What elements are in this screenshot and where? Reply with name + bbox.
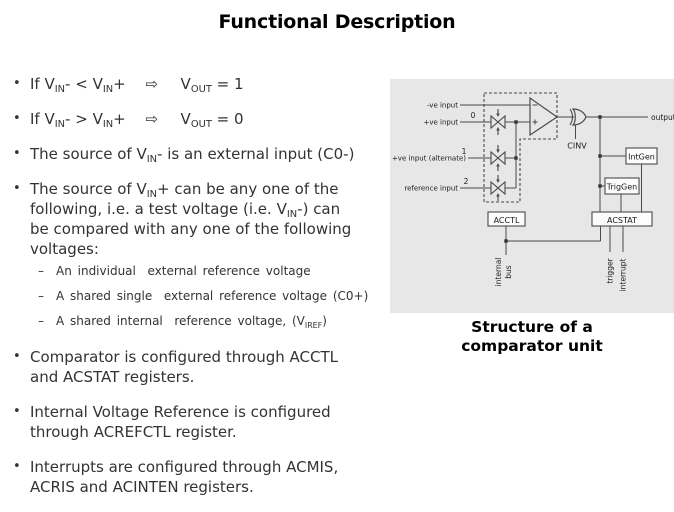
bullet-text: A shared internal reference voltage, (VI… — [56, 314, 402, 330]
channel-2-label: 2 — [464, 177, 469, 186]
bullet-marker: • — [13, 459, 21, 474]
intgen-label: IntGen — [628, 153, 655, 162]
bullet-line: ACRIS and ACINTEN registers. — [30, 478, 254, 496]
bullet-text: An individual external reference voltage — [56, 264, 402, 278]
bullet-text: The source of VIN+ can be any one of the… — [30, 179, 402, 259]
triggen-label: TrigGen — [606, 183, 638, 192]
comparator-diagram: -ve input +ve input +ve input (alternate… — [390, 79, 674, 313]
bullet-marker: • — [13, 404, 21, 419]
bullet-line: Comparator is configured through ACCTL — [30, 348, 339, 366]
page-title: Functional Description — [218, 11, 456, 33]
bullet-line: Interrupts are configured through ACMIS, — [30, 458, 339, 476]
bullet-line: through ACREFCTL register. — [30, 423, 237, 441]
bullet-item: • Comparator is configured through ACCTL a… — [10, 347, 402, 387]
diagram-caption: Structure of a comparator unit — [390, 318, 674, 356]
bullet-line: The source of VIN+ can be any one of the — [30, 180, 339, 200]
bullet-text: If VIN- > VIN+ ⇨ VOUT = 0 — [30, 109, 402, 129]
acctl-label: ACCTL — [494, 216, 520, 225]
junction-dots — [504, 115, 602, 243]
caption-line-1: Structure of a — [471, 318, 593, 336]
pos-input-label: +ve input — [423, 118, 458, 126]
bullet-marker: – — [38, 289, 44, 303]
bullet-line: A shared single external reference volta… — [56, 289, 369, 303]
sub-bullet-item: –A shared internal reference voltage, (V… — [10, 314, 402, 330]
bullet-marker: – — [38, 264, 44, 278]
sub-bullet-item: –A shared single external reference volt… — [10, 289, 402, 303]
bullet-line: If VIN- < VIN+ ⇨ VOUT = 1 — [30, 75, 244, 95]
bullet-text: The source of VIN- is an external input … — [30, 144, 402, 164]
triggen-box — [604, 177, 640, 195]
caption-line-2: comparator unit — [461, 337, 603, 355]
bullet-item: • If VIN- < VIN+ ⇨ VOUT = 1 — [10, 74, 402, 94]
acstat-box — [591, 211, 653, 227]
bullet-text: A shared single external reference volta… — [56, 289, 402, 303]
bullet-text: Internal Voltage Reference is configured… — [30, 402, 402, 442]
bullet-marker: • — [13, 181, 21, 196]
xor-gate-icon — [569, 108, 587, 126]
bullet-item: • Interrupts are configured through ACMIS… — [10, 457, 402, 497]
switch-0-icon — [490, 109, 506, 135]
bullet-text: If VIN- < VIN+ ⇨ VOUT = 1 — [30, 74, 402, 94]
bullet-text: Interrupts are configured through ACMIS,… — [30, 457, 402, 497]
intgen-box — [625, 147, 658, 165]
bullet-item: • The source of VIN+ can be any one of th… — [10, 179, 402, 259]
bullet-line: If VIN- > VIN+ ⇨ VOUT = 0 — [30, 110, 244, 130]
ref-input-label: reference input — [404, 184, 458, 192]
interrupt-label: interrupt — [619, 259, 628, 292]
sub-bullet-item: –An individual external reference voltag… — [10, 264, 402, 278]
bullet-marker: • — [13, 146, 21, 161]
bullet-line: An individual external reference voltage — [56, 264, 311, 278]
cinv-label: CINV — [567, 142, 587, 151]
bullet-marker: • — [13, 76, 21, 91]
switch-2-icon — [490, 175, 506, 201]
bullet-line: A shared internal reference voltage, (VI… — [56, 314, 327, 330]
bullet-line: The source of VIN- is an external input … — [30, 145, 355, 165]
bullet-list: • If VIN- < VIN+ ⇨ VOUT = 1 • If VIN- > VIN… — [10, 74, 402, 512]
bullet-marker: – — [38, 314, 44, 328]
bullet-item: • Internal Voltage Reference is configure… — [10, 402, 402, 442]
acstat-label: ACSTAT — [607, 216, 637, 225]
internal-label: internal — [494, 258, 503, 287]
comparator-diagram-svg: -ve input +ve input +ve input (alternate… — [392, 92, 674, 292]
bullet-marker: • — [13, 111, 21, 126]
bullet-line: be compared with any one of the followin… — [30, 220, 352, 238]
bullet-line: following, i.e. a test voltage (i.e. VIN… — [30, 200, 341, 220]
bullet-line: Internal Voltage Reference is configured — [30, 403, 331, 421]
switch-1-icon — [490, 145, 506, 171]
trigger-label: trigger — [606, 257, 615, 283]
neg-input-label: -ve input — [427, 101, 458, 109]
bullet-text: Comparator is configured through ACCTL an… — [30, 347, 402, 387]
comparator-triangle-icon — [529, 96, 559, 137]
bullet-line: voltages: — [30, 240, 99, 258]
bullet-line: and ACSTAT registers. — [30, 368, 195, 386]
dashed-boundary — [483, 92, 558, 203]
channel-0-label: 0 — [471, 111, 476, 120]
pos-input-alt-label: +ve input (alternate) — [392, 154, 466, 162]
bus-label: bus — [504, 265, 513, 279]
acctl-box — [487, 211, 526, 227]
channel-1-label: 1 — [462, 147, 467, 156]
bullet-marker: • — [13, 349, 21, 364]
bullet-item: • The source of VIN- is an external input… — [10, 144, 402, 164]
output-label: output — [651, 113, 674, 122]
bullet-item: • If VIN- > VIN+ ⇨ VOUT = 0 — [10, 109, 402, 129]
